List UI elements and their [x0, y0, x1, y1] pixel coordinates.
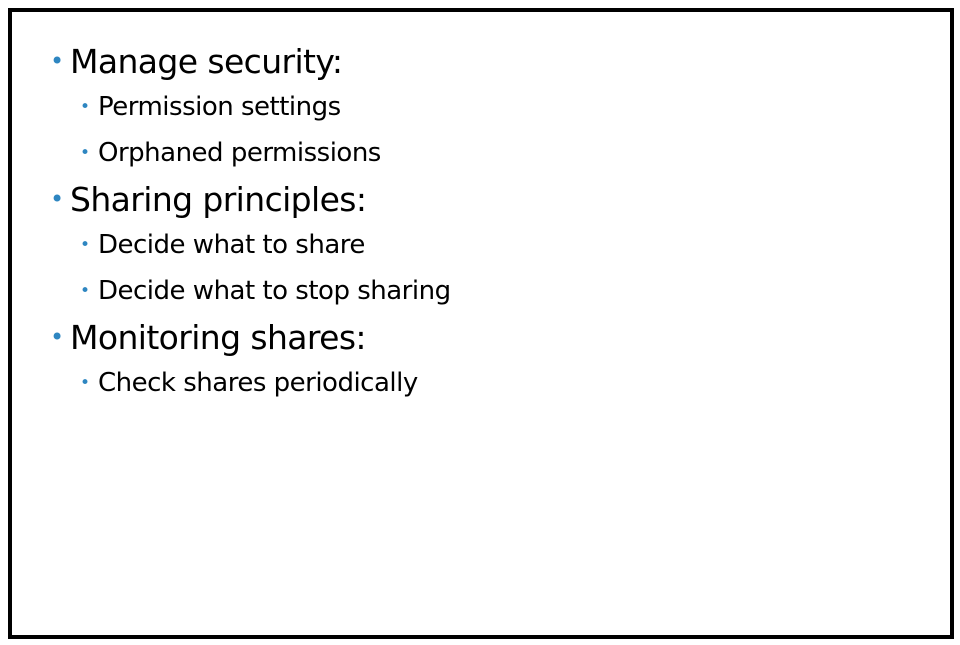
sub-item-decide-what-to-stop-sharing: • Decide what to stop sharing: [80, 268, 930, 314]
section-heading-manage-security: • Manage security:: [50, 38, 930, 84]
bullet-icon: •: [80, 281, 90, 301]
sub-item-decide-what-to-share: • Decide what to share: [80, 222, 930, 268]
bullet-icon: •: [50, 185, 64, 213]
section-heading-sharing-principles: • Sharing principles:: [50, 176, 930, 222]
sub-item-text: Permission settings: [98, 92, 341, 122]
bullet-icon: •: [50, 47, 64, 75]
section-heading-text: Sharing principles:: [70, 179, 367, 219]
sub-item-text: Decide what to stop sharing: [98, 276, 451, 306]
bullet-icon: •: [80, 235, 90, 255]
bullet-icon: •: [80, 373, 90, 393]
sub-item-permission-settings: • Permission settings: [80, 84, 930, 130]
sub-item-text: Orphaned permissions: [98, 138, 381, 168]
bullet-list: • Manage security: • Permission settings…: [50, 38, 930, 406]
bullet-icon: •: [80, 97, 90, 117]
bullet-icon: •: [50, 323, 64, 351]
sub-item-text: Decide what to share: [98, 230, 365, 260]
sub-item-text: Check shares periodically: [98, 368, 418, 398]
section-heading-text: Monitoring shares:: [70, 317, 367, 357]
section-heading-text: Manage security:: [70, 41, 343, 81]
bullet-icon: •: [80, 143, 90, 163]
sub-item-orphaned-permissions: • Orphaned permissions: [80, 130, 930, 176]
sub-item-check-shares-periodically: • Check shares periodically: [80, 360, 930, 406]
slide-frame: • Manage security: • Permission settings…: [8, 8, 954, 639]
section-heading-monitoring-shares: • Monitoring shares:: [50, 314, 930, 360]
